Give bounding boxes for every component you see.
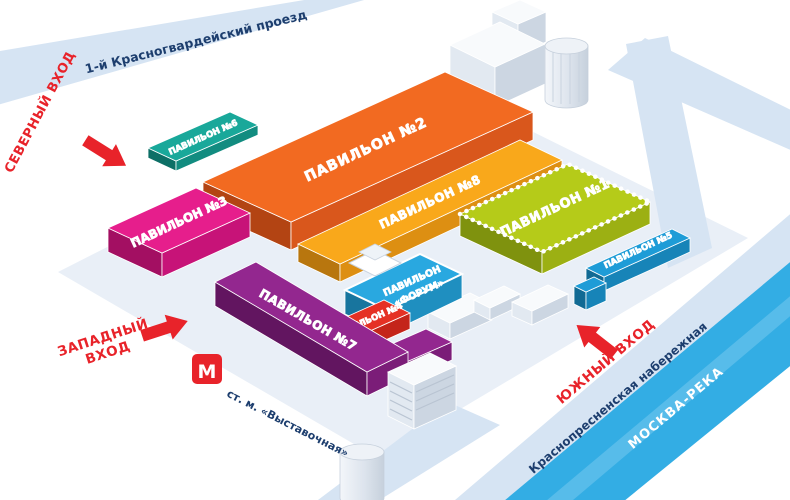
pavilion-5-annex-top — [573, 276, 607, 293]
louver-stripes — [389, 374, 455, 421]
north-cylinder-top — [544, 37, 589, 55]
center-block-b-top — [473, 285, 521, 309]
south-entrance-arrow-icon — [576, 324, 619, 360]
west-entrance-arrow-icon — [140, 314, 188, 342]
north-tower-wing-top — [491, 0, 547, 25]
pavilion-3[interactable]: ПАВИЛЬОН №3 — [107, 187, 251, 278]
river-highlight — [547, 296, 790, 500]
service-structures-south — [339, 352, 457, 500]
road-northeast — [608, 38, 790, 150]
louver-block-top — [387, 352, 457, 386]
pavilion-3-top-face — [107, 187, 251, 254]
north-entrance-arrow-icon — [82, 135, 127, 167]
pavilion-8-top-face — [297, 139, 563, 265]
north-cylinder-body — [544, 45, 589, 109]
service-structures-center — [427, 284, 569, 340]
forum-pyramid-base — [347, 249, 403, 277]
north-tower-top — [449, 21, 546, 68]
south-cylinder-top — [339, 443, 385, 461]
pavilion-1[interactable]: ПАВИЛЬОН №1 — [454, 161, 656, 275]
center-block-c-top — [511, 284, 569, 312]
metro-icon — [192, 354, 222, 384]
forum-pyramid-tip — [358, 243, 392, 261]
pavilion-6-top-face — [147, 111, 259, 162]
road-east — [626, 36, 712, 268]
moscow-river — [505, 262, 790, 500]
pavilion-8[interactable]: ПАВИЛЬОН №8 — [297, 139, 563, 283]
metro-marker[interactable]: М — [192, 354, 222, 384]
road-embankment — [455, 214, 790, 500]
pavilion-5-top-face — [585, 228, 691, 278]
pavilion-6[interactable]: ПАВИЛЬОН №6 — [147, 111, 259, 172]
south-cylinder-body — [339, 451, 385, 500]
road-krasnogvardeysky — [0, 0, 365, 105]
pavilion-1-colonnade — [454, 161, 656, 255]
pavilion-7-top-face — [214, 261, 409, 373]
pavilion-2-top-face — [202, 71, 534, 223]
metro-letter: М — [198, 361, 217, 383]
